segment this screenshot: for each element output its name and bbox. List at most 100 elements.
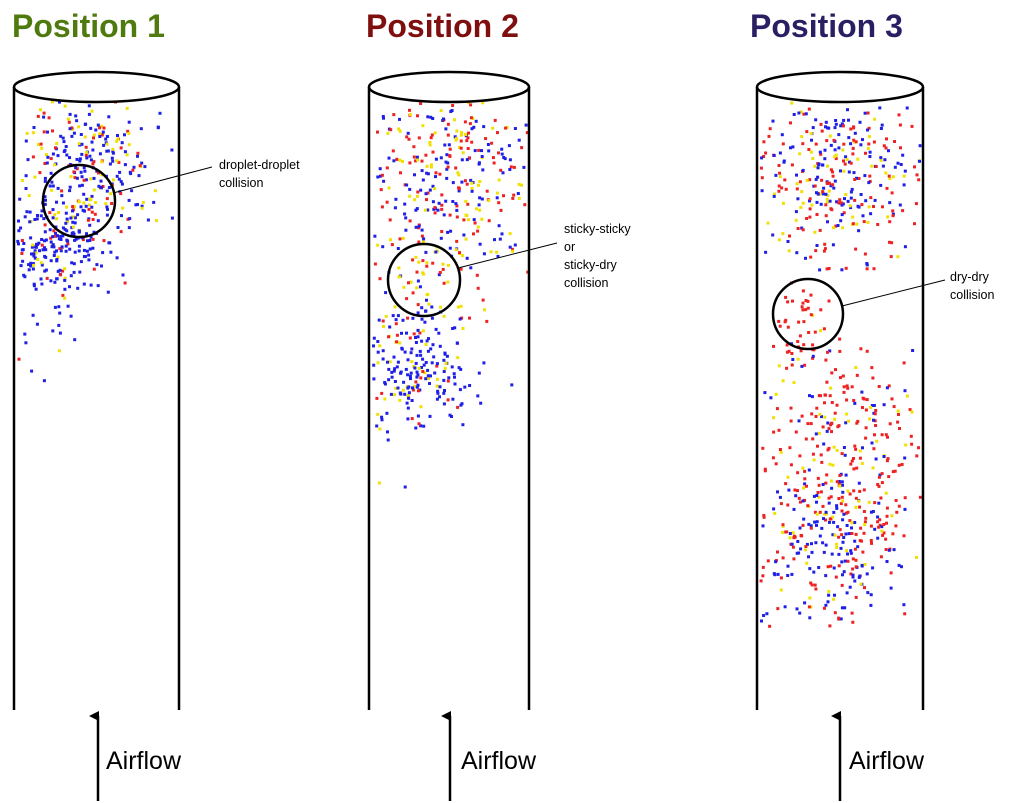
particle bbox=[850, 385, 854, 389]
particle bbox=[811, 452, 815, 456]
panel-1-annotation-line-1: droplet-droplet bbox=[219, 158, 300, 172]
particle bbox=[839, 124, 843, 128]
particle bbox=[474, 119, 478, 123]
particle bbox=[426, 208, 430, 212]
particle bbox=[406, 358, 410, 362]
particle bbox=[440, 193, 444, 197]
particle bbox=[120, 214, 123, 218]
particle bbox=[485, 189, 489, 193]
particle bbox=[889, 571, 893, 575]
particle bbox=[49, 171, 53, 175]
particle bbox=[819, 202, 823, 206]
particle bbox=[835, 504, 839, 508]
particle bbox=[61, 136, 65, 140]
particle bbox=[775, 407, 779, 411]
particle bbox=[819, 152, 823, 156]
particle bbox=[70, 134, 74, 138]
particle bbox=[870, 441, 874, 445]
particle bbox=[449, 229, 453, 233]
particle bbox=[430, 305, 434, 309]
particle bbox=[419, 424, 423, 428]
particle bbox=[807, 522, 811, 526]
particle bbox=[470, 187, 474, 190]
particle bbox=[386, 438, 390, 442]
particle bbox=[426, 172, 430, 176]
particle bbox=[762, 614, 766, 617]
particle bbox=[863, 174, 867, 178]
particle bbox=[381, 349, 385, 353]
particle bbox=[400, 346, 404, 350]
particle bbox=[821, 483, 825, 486]
particle bbox=[816, 491, 820, 494]
particle bbox=[58, 100, 61, 104]
particle bbox=[841, 573, 844, 577]
particle bbox=[856, 545, 860, 549]
particle bbox=[822, 327, 826, 331]
particle bbox=[417, 366, 421, 370]
particle bbox=[885, 506, 889, 510]
particle bbox=[499, 208, 503, 212]
particle bbox=[845, 591, 849, 595]
particle bbox=[792, 113, 796, 116]
particle bbox=[457, 173, 461, 177]
particle bbox=[794, 430, 798, 434]
particle bbox=[496, 131, 499, 135]
particle bbox=[811, 356, 815, 360]
particle bbox=[781, 530, 784, 534]
particle bbox=[69, 274, 73, 278]
particle bbox=[813, 230, 817, 234]
particle bbox=[106, 290, 110, 294]
particle bbox=[885, 137, 888, 141]
particle bbox=[810, 550, 814, 554]
particle bbox=[83, 255, 87, 258]
particle bbox=[29, 264, 33, 268]
particle bbox=[40, 282, 44, 286]
particle bbox=[63, 296, 67, 300]
particle bbox=[824, 510, 828, 514]
particle bbox=[126, 129, 130, 133]
particle bbox=[821, 541, 825, 545]
particle bbox=[63, 104, 67, 108]
particle bbox=[786, 300, 790, 304]
particle bbox=[87, 104, 91, 108]
particle bbox=[833, 179, 837, 183]
particle bbox=[456, 405, 460, 409]
particle bbox=[834, 224, 838, 228]
particle bbox=[376, 243, 380, 247]
particle bbox=[827, 427, 831, 431]
particle bbox=[487, 149, 491, 153]
particle bbox=[843, 197, 846, 201]
particle bbox=[106, 149, 110, 153]
particle bbox=[139, 127, 143, 131]
particle bbox=[772, 416, 775, 420]
particle bbox=[880, 529, 884, 533]
particle bbox=[51, 184, 55, 188]
particle bbox=[840, 452, 844, 456]
particle bbox=[810, 395, 814, 399]
particle bbox=[94, 128, 98, 132]
particle bbox=[78, 184, 82, 188]
particle bbox=[832, 445, 836, 449]
particle bbox=[887, 149, 890, 153]
particle bbox=[452, 372, 456, 376]
particle bbox=[51, 216, 55, 220]
particle bbox=[88, 203, 91, 207]
particle bbox=[814, 432, 818, 436]
particle bbox=[421, 259, 425, 263]
particle bbox=[815, 512, 819, 516]
particle bbox=[830, 401, 834, 404]
particle bbox=[789, 463, 793, 467]
particle bbox=[891, 470, 895, 474]
particle bbox=[153, 189, 157, 193]
particle bbox=[459, 304, 463, 308]
panel-2-annotation-line-3: sticky-dry bbox=[564, 258, 618, 272]
particle bbox=[849, 462, 853, 466]
particle bbox=[862, 488, 866, 492]
particle bbox=[835, 449, 839, 452]
particle bbox=[799, 110, 803, 114]
particle bbox=[73, 205, 77, 209]
particle bbox=[830, 486, 834, 490]
particle bbox=[857, 499, 861, 503]
particle bbox=[481, 168, 485, 172]
particle bbox=[873, 419, 877, 423]
